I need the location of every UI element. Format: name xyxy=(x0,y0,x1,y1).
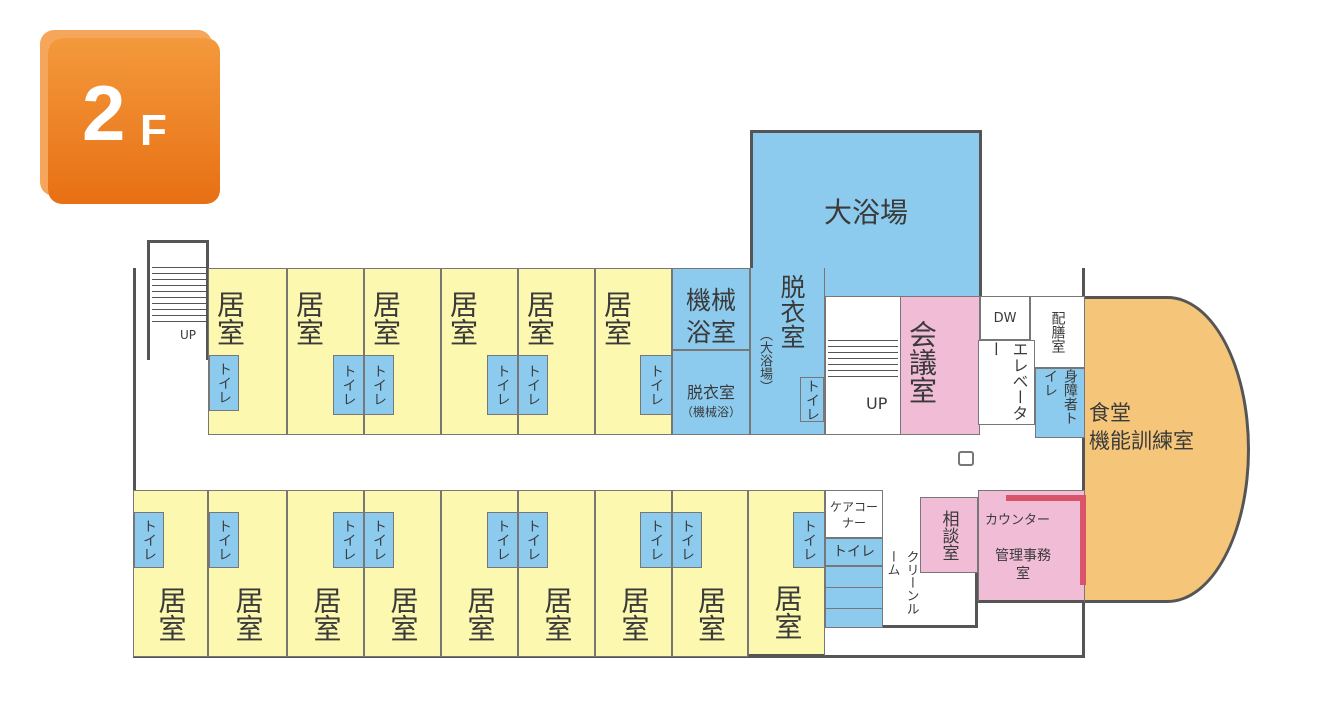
stairs-up-label: UP xyxy=(866,394,888,413)
dining-label: 食堂 xyxy=(1089,401,1131,425)
room-label: 居室 xyxy=(540,586,574,642)
toilet[interactable]: トイレ xyxy=(333,355,364,415)
room-label: 居室 xyxy=(309,586,343,642)
stairs-up-label: UP xyxy=(180,328,197,342)
dining-training-room[interactable]: 食堂機能訓練室 xyxy=(1085,296,1250,603)
room-label: 居室 xyxy=(231,586,265,642)
toilet[interactable]: トイレ xyxy=(209,512,239,568)
toilet[interactable]: トイレ xyxy=(640,512,672,568)
toilet[interactable]: トイレ xyxy=(640,355,672,415)
changing-room-machine[interactable]: 脱衣室 （機械浴） xyxy=(672,350,750,435)
room-label: 居室 xyxy=(446,290,479,346)
admin-office[interactable]: カウンター 管理事務室 xyxy=(978,490,1086,603)
elevator[interactable]: エレベーター xyxy=(978,340,1035,425)
big-bath-label: 大浴場 xyxy=(823,196,908,229)
machine-bath[interactable]: 機械浴室 xyxy=(672,268,750,350)
toilet[interactable]: トイレ xyxy=(518,512,548,568)
counter xyxy=(1080,495,1086,585)
accessible-toilet[interactable]: 身障者トイレ xyxy=(1035,368,1085,438)
toilet[interactable]: トイレ xyxy=(672,512,702,568)
room-label: 居室 xyxy=(523,290,556,346)
changing-room-note: （機械浴） xyxy=(680,405,741,419)
clean-room-floor xyxy=(920,573,978,628)
room-label: 居室 xyxy=(617,586,651,642)
room-label: 居室 xyxy=(770,584,804,640)
toilet[interactable]: トイレ xyxy=(134,512,164,568)
toilet[interactable]: トイレ xyxy=(333,512,364,568)
changing-room-label: 脱衣室 xyxy=(686,383,735,402)
room-resident[interactable]: 居室 xyxy=(364,490,441,657)
training-label: 機能訓練室 xyxy=(1089,429,1194,453)
pantry[interactable]: 配膳室 xyxy=(1030,296,1085,368)
room-resident[interactable]: 居室 xyxy=(595,490,672,657)
changing-room-label: 脱衣室 xyxy=(777,274,806,349)
toilet[interactable]: トイレ xyxy=(364,355,394,415)
room-label: 居室 xyxy=(369,290,402,346)
toilet[interactable]: トイレ xyxy=(800,377,824,422)
meeting-room-label: 会議室 xyxy=(905,320,938,404)
room-label: 居室 xyxy=(213,290,246,346)
dumbwaiter: DW xyxy=(980,296,1030,340)
room-label: 居室 xyxy=(386,586,420,642)
counter xyxy=(1006,495,1086,501)
counter-label: カウンター xyxy=(985,513,1051,528)
clean-room[interactable]: クリーンルーム xyxy=(883,550,920,628)
toilet[interactable]: トイレ xyxy=(364,512,394,568)
pillar xyxy=(958,451,974,466)
floor-number: 2 xyxy=(82,69,126,157)
floor-suffix: F xyxy=(140,106,167,155)
toilet[interactable]: トイレ xyxy=(487,355,518,415)
toilet[interactable]: トイレ xyxy=(487,512,518,568)
room-label: 居室 xyxy=(694,586,727,642)
toilet[interactable]: トイレ xyxy=(209,355,239,411)
room-label: 居室 xyxy=(154,586,188,642)
room-label: 居室 xyxy=(292,290,325,346)
room-label: 居室 xyxy=(600,290,633,346)
toilet[interactable]: トイレ xyxy=(518,355,548,415)
stairs-west xyxy=(152,262,206,322)
changing-room-note: （大浴場） xyxy=(757,328,772,393)
room-label: 居室 xyxy=(463,586,497,642)
consultation-room[interactable]: 相談室 xyxy=(920,497,978,573)
clean-room-units xyxy=(825,566,883,628)
stairs-center-steps xyxy=(828,335,898,380)
machine-bath-label: 機械浴室 xyxy=(685,286,736,347)
care-corner[interactable]: ケアコーナー xyxy=(825,490,883,538)
admin-office-label: 管理事務室 xyxy=(995,548,1051,582)
meeting-room[interactable]: 会議室 xyxy=(900,296,980,435)
toilet[interactable]: トイレ xyxy=(825,538,883,566)
toilet[interactable]: トイレ xyxy=(793,512,825,568)
